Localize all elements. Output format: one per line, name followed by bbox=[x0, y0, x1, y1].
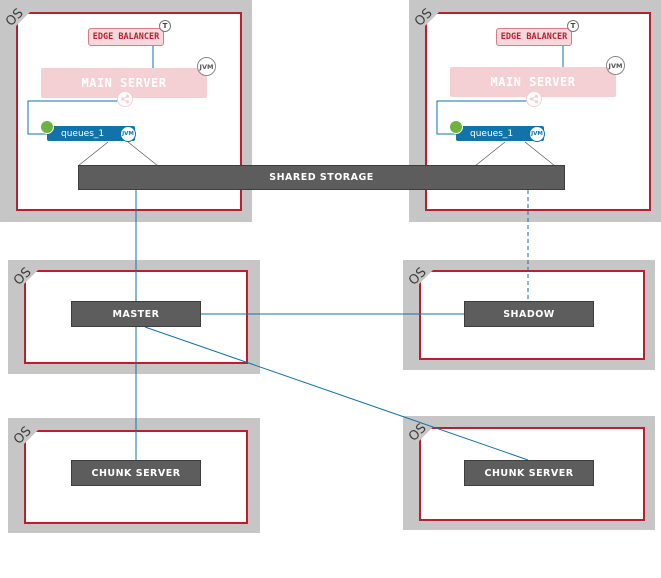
chunk-server-right-box: CHUNK SERVER bbox=[464, 460, 594, 486]
share-icon bbox=[526, 91, 542, 107]
main-server-label: MAIN SERVER bbox=[81, 76, 167, 90]
queue-jvm-badge-icon: JVM bbox=[120, 126, 136, 142]
t-badge-icon: T bbox=[159, 20, 171, 32]
edge-balancer-box: EDGE BALANCER bbox=[496, 28, 572, 46]
chunk-server-left-label: CHUNK SERVER bbox=[91, 467, 181, 479]
shadow-box: SHADOW bbox=[464, 301, 594, 327]
share-icon bbox=[117, 91, 133, 107]
jvm-badge-icon: JVM bbox=[197, 57, 216, 76]
queue-box: queues_1 bbox=[47, 126, 135, 141]
queue-box: queues_1 bbox=[456, 126, 544, 141]
shared-storage-label: SHARED STORAGE bbox=[269, 172, 374, 183]
queue-jvm-badge-icon: JVM bbox=[529, 126, 545, 142]
chunk-server-right-label: CHUNK SERVER bbox=[484, 467, 574, 479]
edge-balancer-label: EDGE BALANCER bbox=[500, 32, 568, 42]
queue-label: queues_1 bbox=[470, 128, 514, 139]
queue-to-storage-right bbox=[524, 141, 556, 167]
main-to-queue-connector bbox=[436, 100, 528, 135]
edge-balancer-label: EDGE BALANCER bbox=[92, 32, 160, 42]
t-badge-icon: T bbox=[567, 20, 579, 32]
spring-leaf-icon bbox=[40, 120, 54, 134]
master-box: MASTER bbox=[71, 301, 201, 327]
edge-balancer-box: EDGE BALANCER bbox=[88, 28, 164, 46]
master-label: MASTER bbox=[112, 308, 160, 320]
spring-leaf-icon bbox=[449, 120, 463, 134]
queue-to-storage-left bbox=[77, 141, 109, 167]
chunk-server-left-box: CHUNK SERVER bbox=[71, 460, 201, 486]
queue-label: queues_1 bbox=[61, 128, 105, 139]
queue-to-storage-left bbox=[474, 141, 506, 167]
main-server-label: MAIN SERVER bbox=[490, 75, 576, 89]
master-to-chunk-right-line bbox=[144, 326, 529, 461]
queue-to-storage-right bbox=[127, 141, 159, 167]
jvm-badge-icon: JVM bbox=[606, 56, 625, 75]
shadow-label: SHADOW bbox=[503, 308, 555, 320]
main-to-queue-connector bbox=[27, 100, 120, 135]
shared-storage-box: SHARED STORAGE bbox=[78, 165, 565, 190]
